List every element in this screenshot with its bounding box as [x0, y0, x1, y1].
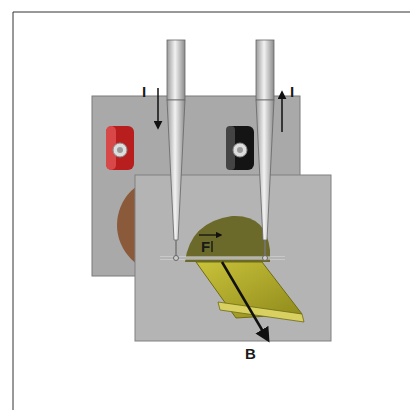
frame: [13, 12, 410, 410]
left-probe: [167, 40, 185, 261]
wire: [160, 257, 285, 260]
force-label: F: [201, 239, 210, 254]
field-label: B: [245, 346, 256, 361]
force-tick: [211, 241, 212, 252]
current-arrow-down: [157, 88, 159, 128]
current-label: I: [142, 84, 146, 99]
right-probe: [256, 40, 274, 261]
field-arrow: [222, 262, 268, 340]
strip-edge: [218, 302, 304, 322]
slot: [185, 216, 270, 262]
red-terminal: [106, 126, 134, 170]
force-vector-arrow: [199, 234, 221, 235]
current-arrow-up: [281, 92, 283, 132]
front-panel: [135, 175, 331, 341]
current-label: I: [290, 84, 294, 99]
black-terminal: [226, 126, 254, 170]
